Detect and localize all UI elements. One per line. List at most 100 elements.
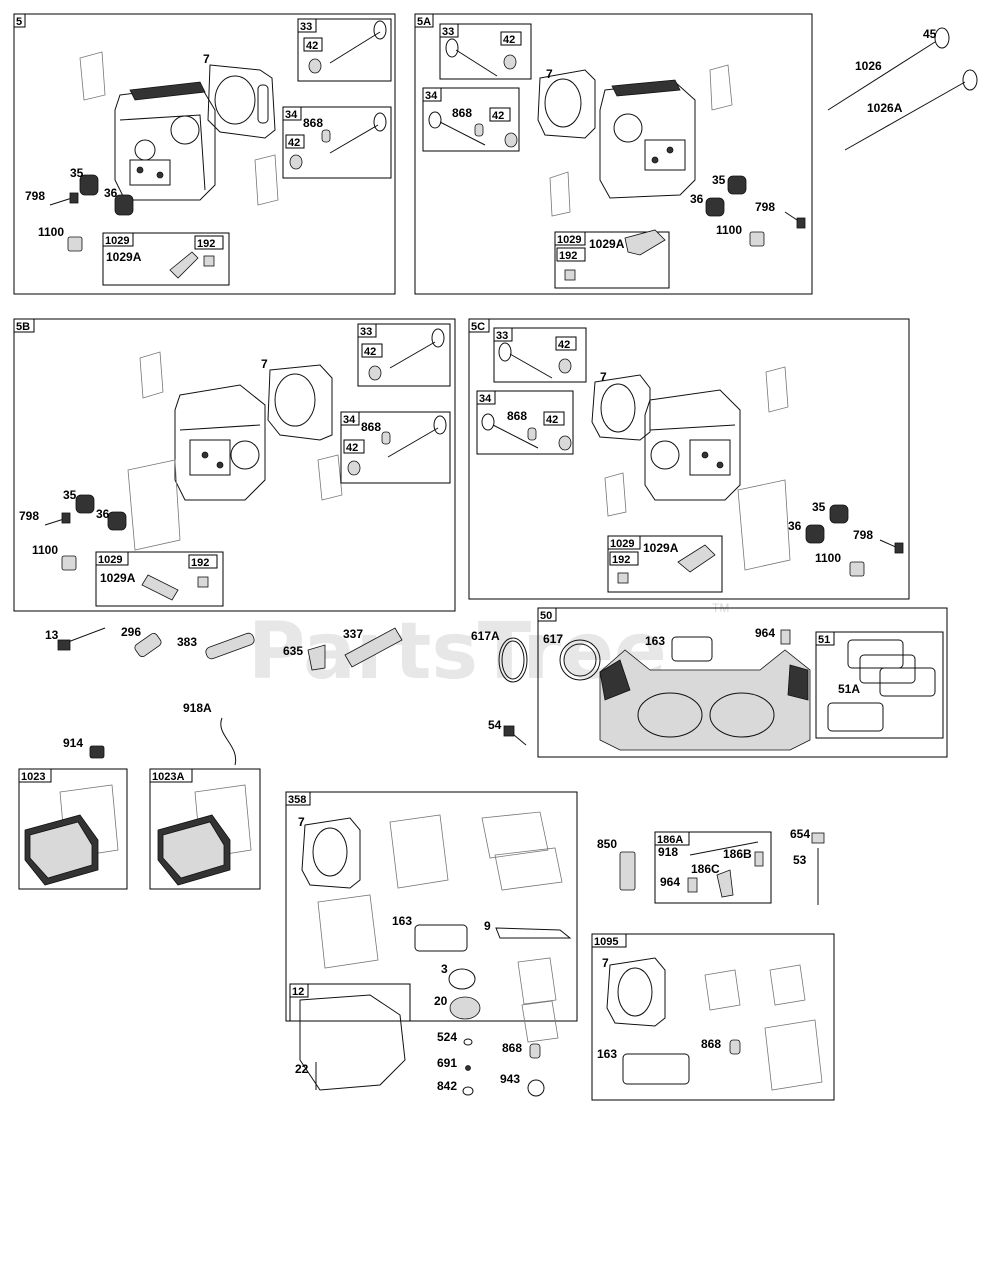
label-36[interactable]: 36 (104, 186, 118, 200)
group-192-tag: 192 (559, 250, 577, 262)
label-1100[interactable]: 1100 (32, 543, 58, 557)
label-22[interactable]: 22 (295, 1062, 309, 1076)
label-163[interactable]: 163 (392, 914, 412, 928)
label-798[interactable]: 798 (25, 189, 45, 203)
label-35[interactable]: 35 (712, 173, 726, 187)
group-42-tag: 42 (558, 339, 570, 351)
cylinder-head-icon (644, 389, 741, 501)
cylinder-head-icon (114, 81, 216, 201)
label-186b[interactable]: 186B (723, 847, 752, 861)
group-192-tag: 192 (197, 238, 215, 250)
group-50-tag: 50 (540, 610, 552, 622)
label-35[interactable]: 35 (812, 500, 826, 514)
label-20[interactable]: 20 (434, 994, 448, 1008)
label-868[interactable]: 868 (502, 1041, 522, 1055)
label-868[interactable]: 868 (361, 420, 381, 434)
label-868[interactable]: 868 (507, 409, 527, 423)
label-1100[interactable]: 1100 (815, 551, 841, 565)
label-53[interactable]: 53 (793, 853, 807, 867)
label-7[interactable]: 7 (600, 370, 607, 384)
label-1100[interactable]: 1100 (716, 223, 742, 237)
label-1100[interactable]: 1100 (38, 225, 64, 239)
label-524[interactable]: 524 (437, 1030, 457, 1044)
group-5c[interactable]: 5C 7 35 36 798 1100 33 42 34 (468, 318, 910, 600)
group-42-tag: 42 (492, 110, 504, 122)
label-7[interactable]: 7 (203, 52, 210, 66)
label-918a[interactable]: 918A (183, 701, 212, 715)
group-1029-tag: 1029 (98, 554, 122, 566)
label-9[interactable]: 9 (484, 919, 491, 933)
label-36[interactable]: 36 (690, 192, 704, 206)
group-50[interactable]: 50 617 163 964 51 51A (537, 607, 948, 758)
label-635[interactable]: 635 (283, 644, 303, 658)
group-1029-tag: 1029 (105, 235, 129, 247)
group-1023[interactable]: 1023 (18, 768, 128, 890)
label-691[interactable]: 691 (437, 1056, 457, 1070)
group-5b[interactable]: 5B 7 35 36 798 1100 33 42 34 (13, 318, 456, 612)
label-163[interactable]: 163 (597, 1047, 617, 1061)
label-36[interactable]: 36 (788, 519, 802, 533)
valves-loose[interactable]: 45 1026 1026A (827, 27, 978, 151)
group-5-tag: 5 (16, 16, 22, 28)
label-798[interactable]: 798 (755, 200, 775, 214)
label-7[interactable]: 7 (602, 956, 609, 970)
label-798[interactable]: 798 (853, 528, 873, 542)
group-1023-tag: 1023 (21, 771, 45, 783)
cylinder-head-icon (599, 79, 696, 199)
label-3[interactable]: 3 (441, 962, 448, 976)
group-1023a-tag: 1023A (152, 771, 184, 783)
group-5a[interactable]: 5A 7 35 36 798 1100 33 42 34 868 (414, 13, 813, 295)
group-358[interactable]: 358 7 163 9 3 20 524 691 842 868 943 12 … (285, 791, 578, 1097)
group-42-tag: 42 (306, 40, 318, 52)
group-5a-tag: 5A (417, 16, 431, 28)
group-186a[interactable]: 186A 918 186B 186C 964 (654, 831, 772, 904)
loose-parts-row[interactable]: 13 296 383 635 337 617A 918A 914 54 (45, 625, 528, 766)
label-54[interactable]: 54 (488, 718, 502, 732)
label-868[interactable]: 868 (701, 1037, 721, 1051)
group-42-tag: 42 (346, 442, 358, 454)
label-964[interactable]: 964 (660, 875, 680, 889)
group-192-tag: 192 (191, 557, 209, 569)
label-51a[interactable]: 51A (838, 682, 860, 696)
label-617[interactable]: 617 (543, 632, 563, 646)
label-943[interactable]: 943 (500, 1072, 520, 1086)
label-850[interactable]: 850 (597, 837, 617, 851)
group-5[interactable]: 5 7 35 36 798 1100 33 (13, 13, 396, 295)
label-7[interactable]: 7 (298, 815, 305, 829)
label-45[interactable]: 45 (923, 27, 937, 41)
label-35[interactable]: 35 (70, 166, 84, 180)
group-42-tag: 42 (364, 346, 376, 358)
label-383[interactable]: 383 (177, 635, 197, 649)
label-1029a[interactable]: 1029A (106, 250, 142, 264)
label-617a[interactable]: 617A (471, 629, 500, 643)
group-1023a[interactable]: 1023A (149, 768, 261, 890)
label-36[interactable]: 36 (96, 507, 110, 521)
label-7[interactable]: 7 (546, 67, 553, 81)
label-1029a[interactable]: 1029A (643, 541, 679, 555)
label-868[interactable]: 868 (303, 116, 323, 130)
label-918[interactable]: 918 (658, 845, 678, 859)
label-7[interactable]: 7 (261, 357, 268, 371)
label-1026[interactable]: 1026 (855, 59, 882, 73)
label-186c[interactable]: 186C (691, 862, 720, 876)
label-654[interactable]: 654 (790, 827, 810, 841)
group-1095[interactable]: 1095 7 163 868 (591, 933, 835, 1101)
label-798[interactable]: 798 (19, 509, 39, 523)
group-34-tag: 34 (343, 414, 356, 426)
label-35[interactable]: 35 (63, 488, 77, 502)
loose-parts-right[interactable]: 850 654 53 (597, 827, 825, 905)
group-33-tag: 33 (496, 330, 508, 342)
label-163[interactable]: 163 (645, 634, 665, 648)
label-842[interactable]: 842 (437, 1079, 457, 1093)
label-914[interactable]: 914 (63, 736, 83, 750)
group-5c-tag: 5C (471, 321, 485, 333)
label-1026a[interactable]: 1026A (867, 101, 903, 115)
label-868[interactable]: 868 (452, 106, 472, 120)
label-337[interactable]: 337 (343, 627, 363, 641)
label-296[interactable]: 296 (121, 625, 141, 639)
label-13[interactable]: 13 (45, 628, 59, 642)
label-964[interactable]: 964 (755, 626, 775, 640)
label-1029a[interactable]: 1029A (100, 571, 136, 585)
label-1029a[interactable]: 1029A (589, 237, 625, 251)
group-34-tag: 34 (479, 393, 492, 405)
